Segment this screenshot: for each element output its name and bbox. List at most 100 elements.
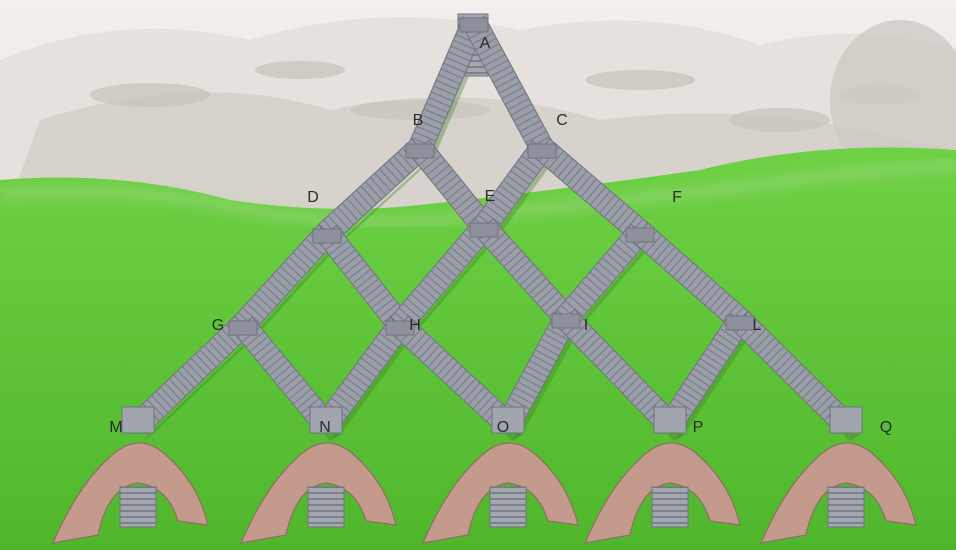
stair-step — [177, 370, 195, 389]
rock-arch-M — [52, 442, 209, 544]
stair-step — [531, 354, 554, 368]
stair-step — [367, 288, 387, 304]
stair-step — [284, 261, 303, 279]
stair-step — [449, 369, 468, 389]
stair-step — [639, 393, 658, 412]
node-label-E: E — [485, 188, 496, 205]
stair-step — [519, 268, 539, 286]
stair-step — [378, 302, 399, 319]
stair-step — [458, 378, 477, 397]
stair-step — [484, 204, 505, 220]
stair-step — [250, 298, 270, 316]
stair-step — [276, 369, 297, 386]
stair-shadow-H-N — [330, 335, 414, 441]
stair-step — [546, 327, 569, 341]
rock-arches — [52, 442, 917, 544]
stair-step — [330, 397, 351, 413]
stair-step — [440, 361, 459, 381]
stair-step — [261, 350, 281, 367]
stair-step — [245, 331, 265, 348]
stair-step — [442, 256, 462, 273]
stair-step — [600, 353, 619, 372]
node-label-O: O — [497, 419, 509, 436]
landing-Q — [829, 406, 863, 434]
stair-step — [713, 337, 734, 353]
stair-step — [604, 358, 623, 376]
stair-step — [696, 362, 717, 378]
landing-D — [312, 228, 342, 244]
stair-step — [151, 395, 169, 414]
stair-step — [601, 257, 621, 274]
stair-step — [784, 363, 802, 382]
stair-step — [410, 293, 430, 310]
stair-step — [621, 376, 641, 394]
stair-step — [351, 268, 372, 285]
stair-step — [249, 335, 269, 353]
stair-step — [649, 238, 667, 258]
stair-step — [514, 386, 537, 400]
stair-step — [686, 377, 707, 393]
landing-M — [121, 406, 155, 434]
stair-step — [467, 386, 486, 406]
stair-step — [580, 178, 597, 198]
stair-step — [614, 242, 634, 260]
stair-step — [801, 381, 820, 399]
stair-step — [513, 108, 536, 122]
stair-step — [186, 361, 204, 380]
stair-shadow-I-O — [512, 328, 580, 441]
stair-step — [543, 333, 566, 346]
stair-step — [523, 370, 545, 384]
stair-step — [709, 342, 731, 358]
stair-step — [442, 179, 462, 196]
stair-step — [603, 198, 621, 218]
stair-step — [462, 204, 482, 221]
stair-step — [425, 102, 449, 114]
stair-step — [499, 245, 518, 263]
stair-step — [375, 337, 396, 353]
stair-step — [378, 168, 396, 188]
stair-shadow-E-H — [404, 237, 498, 341]
stair-step — [367, 347, 388, 363]
stair-step — [704, 286, 722, 306]
stair-step — [762, 341, 780, 360]
stair-step — [173, 374, 191, 393]
stair-step — [578, 331, 597, 350]
stair-step — [486, 59, 509, 73]
stair-step — [435, 79, 459, 91]
stair-step — [430, 91, 454, 102]
stair-step — [480, 48, 503, 62]
rock-arch-N — [240, 442, 397, 544]
stair-step — [617, 210, 635, 230]
stair-step — [328, 239, 349, 256]
stair-step — [422, 279, 442, 296]
stair-step — [462, 232, 482, 250]
stair-step — [337, 206, 355, 226]
stair-step — [526, 365, 548, 378]
stair-step — [253, 340, 273, 357]
stair-step — [521, 155, 542, 171]
node-label-Q: Q — [880, 419, 892, 436]
stair-step — [194, 353, 213, 372]
stair-step — [757, 337, 776, 356]
stair-step — [693, 367, 714, 383]
stair-step — [430, 270, 450, 287]
stair-step — [332, 244, 353, 261]
stair-step — [423, 108, 446, 119]
stair-step — [699, 282, 717, 302]
landing-N — [309, 406, 343, 434]
stair-step — [340, 254, 360, 270]
landing-L — [725, 315, 755, 331]
stair-step — [446, 184, 466, 201]
stair-step — [445, 56, 469, 68]
stair-step — [458, 199, 478, 216]
stair-step — [569, 322, 589, 341]
stair-step — [572, 290, 592, 308]
stair-step — [667, 254, 685, 274]
stair-step — [788, 367, 807, 386]
stair-step — [426, 159, 446, 176]
stair-step — [431, 353, 450, 372]
stair-step — [164, 382, 182, 401]
stair-step — [349, 372, 370, 388]
stair-step — [292, 388, 312, 405]
stair-step — [689, 372, 711, 388]
